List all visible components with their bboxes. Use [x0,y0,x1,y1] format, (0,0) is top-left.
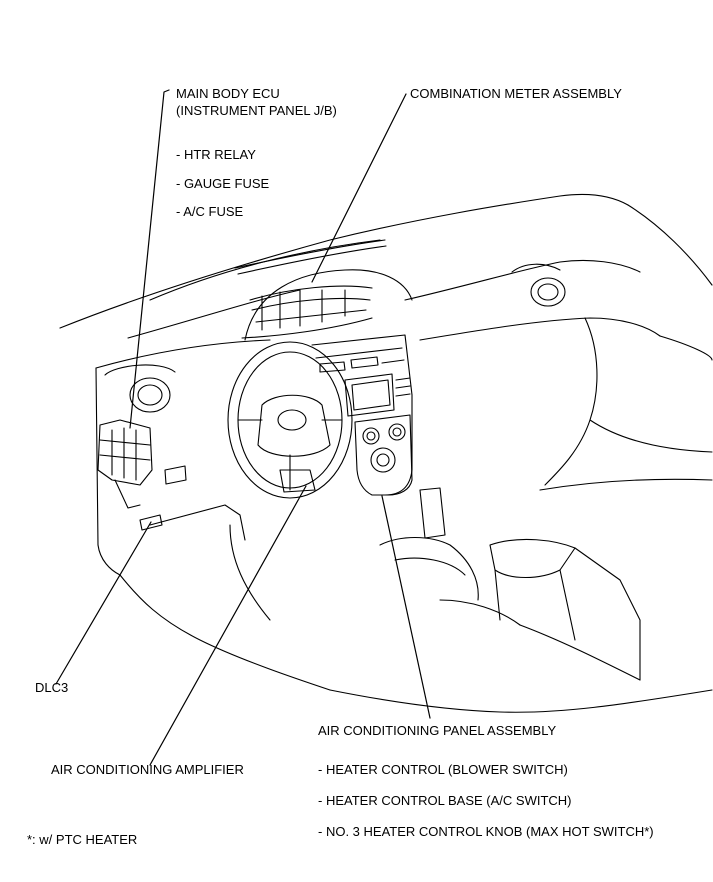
label-dlc3: DLC3 [35,680,69,695]
footnote-ptc-heater: *: w/ PTC HEATER [27,832,138,847]
main-body-ecu-item-ac-fuse: - A/C FUSE [176,204,244,219]
ac-panel-item-blower-switch: - HEATER CONTROL (BLOWER SWITCH) [318,762,568,777]
leader-lines [55,89,431,766]
ac-panel-item-max-hot-switch: - NO. 3 HEATER CONTROL KNOB (MAX HOT SWI… [318,824,654,839]
leader-ac-amplifier [149,485,307,766]
label-main-body-ecu: MAIN BODY ECU (INSTRUMENT PANEL J/B) [176,86,337,118]
leader-dlc3 [55,521,152,685]
center-stack [311,334,413,496]
label-combination-meter: COMBINATION METER ASSEMBLY [410,86,622,101]
main-body-ecu-subtitle: (INSTRUMENT PANEL J/B) [176,103,337,118]
ac-control-panel [354,414,413,496]
leader-combination-meter [311,93,407,283]
dashboard-outline [59,193,713,491]
leader-ac-panel [381,495,431,719]
main-body-ecu-item-gauge-fuse: - GAUGE FUSE [176,176,270,191]
steering-wheel [227,341,353,499]
defroster-slot [234,239,387,275]
main-body-ecu-title: MAIN BODY ECU [176,86,280,101]
label-air-conditioning-amplifier: AIR CONDITIONING AMPLIFIER [51,762,244,777]
main-body-ecu-box [97,419,153,509]
left-air-vent [104,364,176,413]
combination-meter [241,269,413,341]
ac-panel-item-ac-switch: - HEATER CONTROL BASE (A/C SWITCH) [318,793,572,808]
label-air-conditioning-panel: AIR CONDITIONING PANEL ASSEMBLY [318,723,557,738]
right-air-vent [511,263,566,307]
center-console [329,487,713,713]
lower-dashboard [95,367,331,691]
leader-main-body-ecu [129,89,170,429]
main-body-ecu-item-htr-relay: - HTR RELAY [176,147,256,162]
